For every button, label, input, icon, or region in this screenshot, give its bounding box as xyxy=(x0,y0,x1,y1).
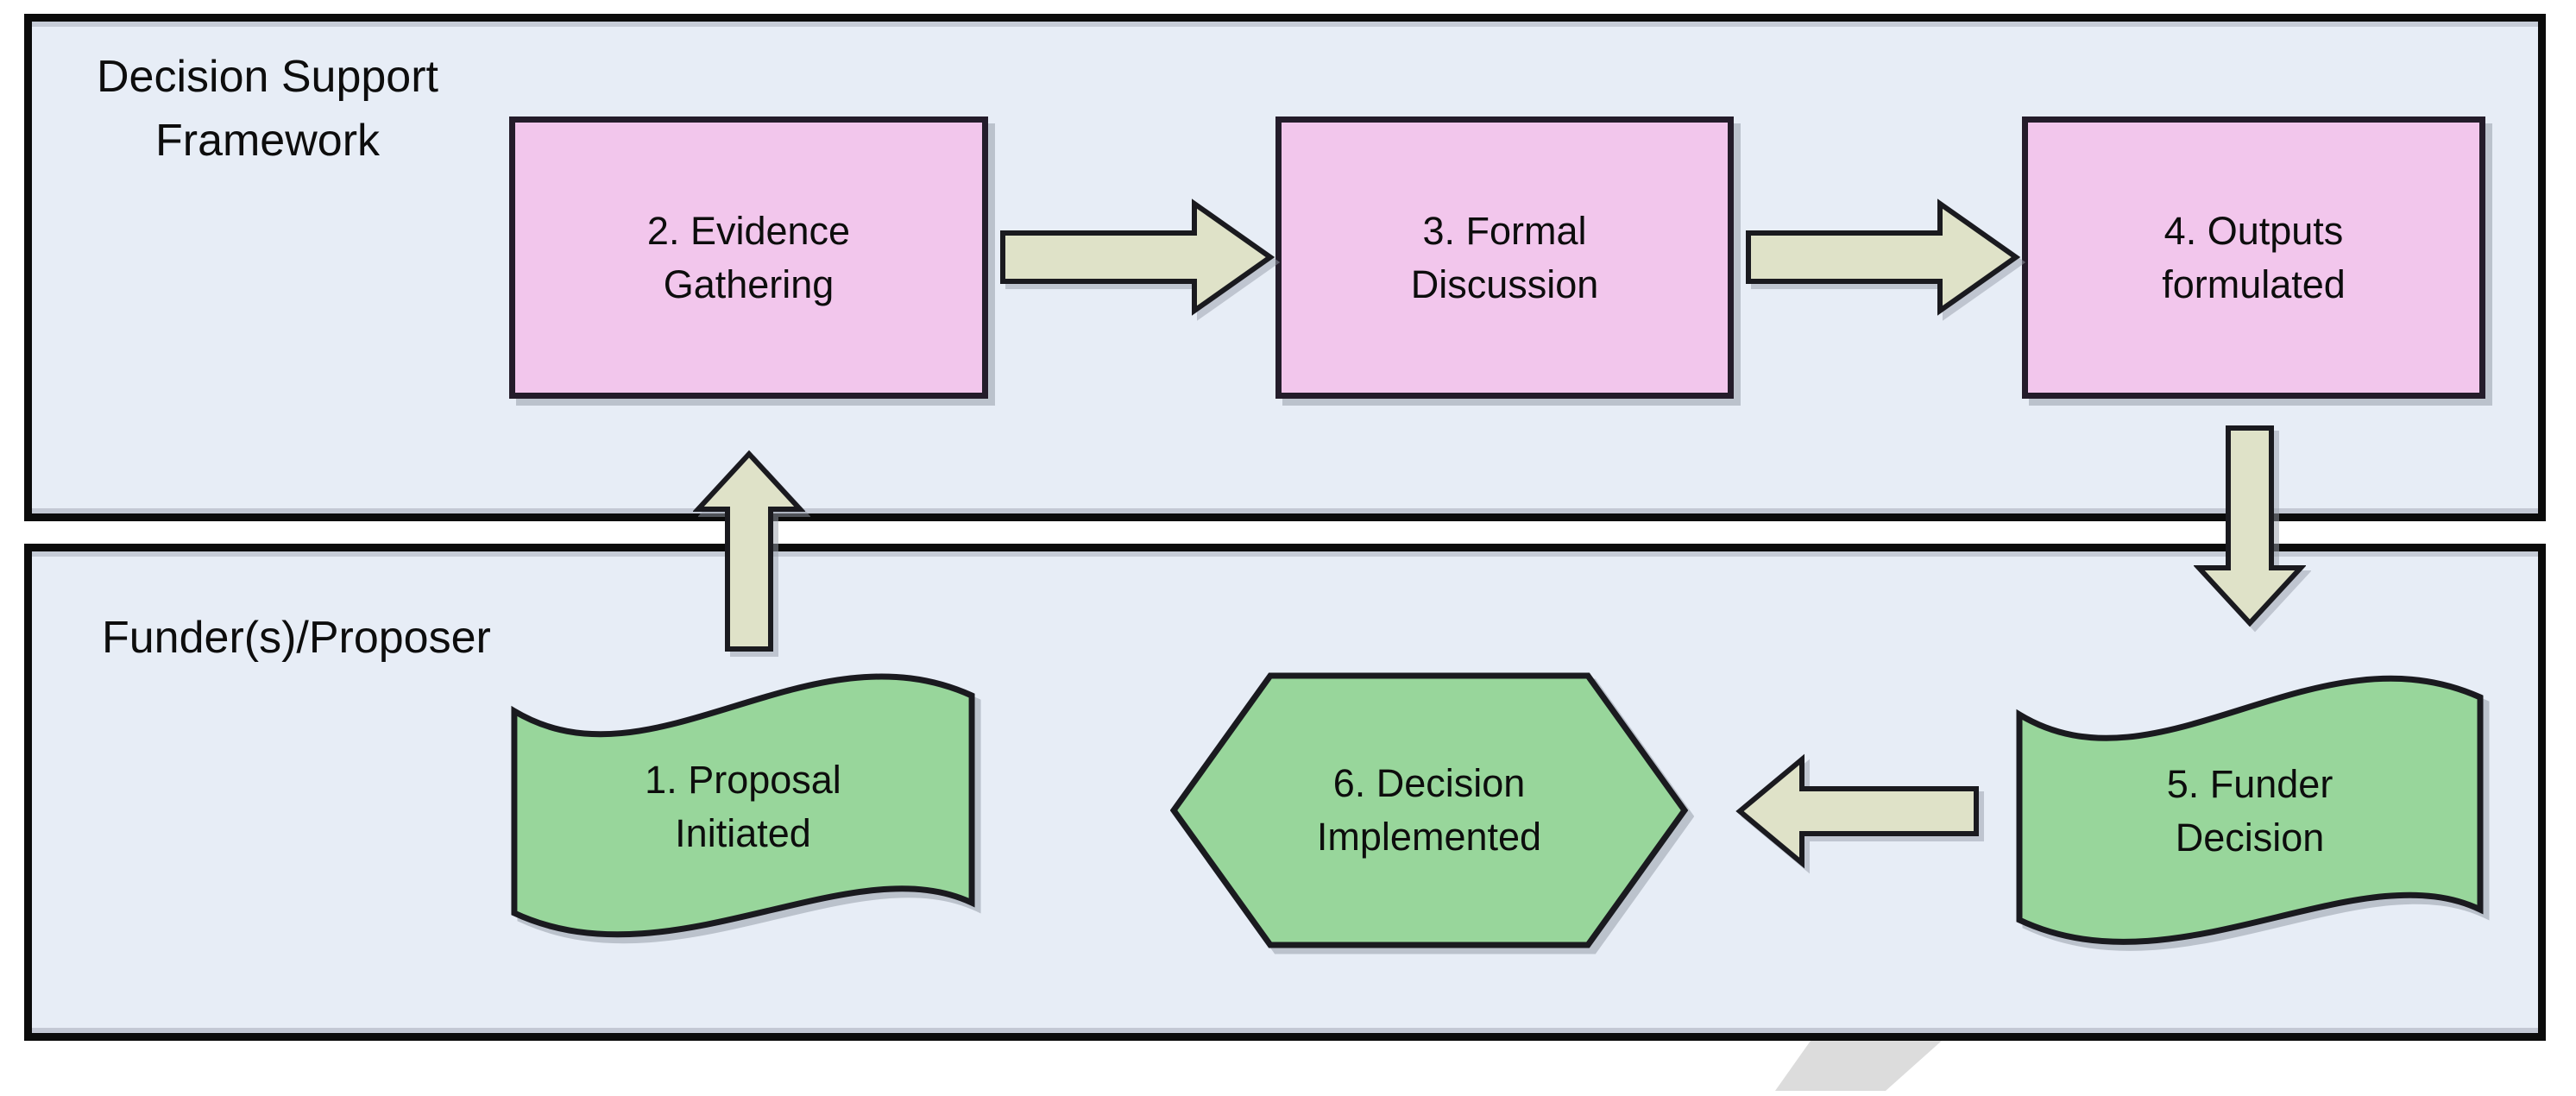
node-5-funder-decision: 5. Funder Decision xyxy=(2012,665,2487,958)
lane-label-funders-proposer: Funder(s)/Proposer xyxy=(102,613,491,663)
flow-arrow-5-to-6-left-icon xyxy=(1735,753,1980,870)
watermark-fragment xyxy=(1775,1041,1942,1091)
node-3-formal-discussion: 3. Formal Discussion xyxy=(1275,117,1734,399)
node-4-label: 4. Outputs formulated xyxy=(2162,208,2346,306)
wave-shape-icon xyxy=(2016,675,2484,945)
node-1-label: 1. Proposal Initiated xyxy=(645,758,841,855)
node-3-label: 3. Formal Discussion xyxy=(1410,208,1599,306)
node-4-outputs-formulated: 4. Outputs formulated xyxy=(2022,117,2485,399)
node-1-proposal-initiated: 1. Proposal Initiated xyxy=(507,665,979,949)
flow-arrow-1-to-2-up-icon xyxy=(693,449,805,654)
node-6-decision-implemented: 6. Decision Implemented xyxy=(1170,671,1688,950)
flow-arrow-4-to-5-down-icon xyxy=(2194,423,2306,628)
wave-shape-icon xyxy=(511,673,975,938)
lane-label-decision-support-framework: Decision Support Framework xyxy=(97,52,438,166)
hexagon-shape-icon xyxy=(1170,672,1688,948)
node-2-evidence-gathering: 2. Evidence Gathering xyxy=(509,117,988,399)
node-5-label: 5. Funder Decision xyxy=(2166,762,2334,860)
flow-arrow-3-to-4-right-icon xyxy=(1745,198,2021,316)
node-6-label: 6. Decision Implemented xyxy=(1316,761,1542,859)
flow-arrow-2-to-3-right-icon xyxy=(999,198,1275,316)
node-2-label: 2. Evidence Gathering xyxy=(646,208,851,306)
